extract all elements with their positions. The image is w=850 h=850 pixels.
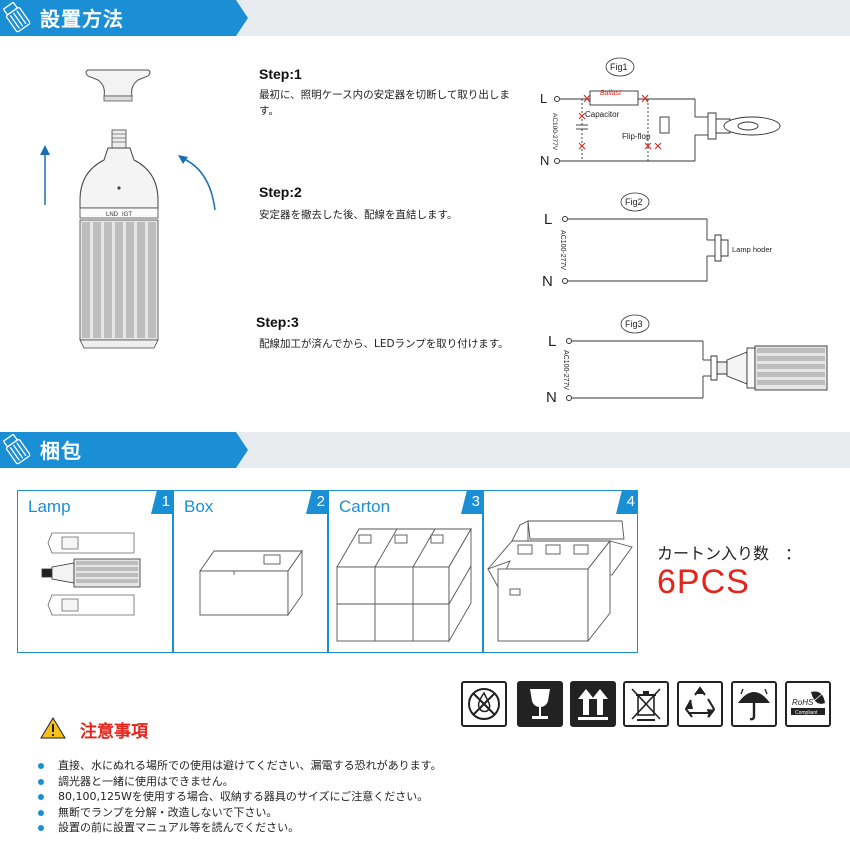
fig2-voltage: AC100-277V (559, 230, 566, 270)
carton-quantity-value: 6PCS (657, 563, 750, 601)
pack-panel-title: Box (184, 497, 214, 516)
this-way-up-icon (570, 681, 616, 727)
caution-list: 直接、水にぬれる場所での使用は避けてください、漏電する恐れがあります。 調光器と… (36, 758, 442, 836)
fig1-n-terminal: N (540, 153, 549, 168)
rohs-compliant-icon: RoHS Compliant (785, 681, 831, 727)
caution-item: 設置の前に設置マニュアル等を読んでください。 (36, 820, 442, 836)
caution-item: 直接、水にぬれる場所での使用は避けてください、漏電する恐れがあります。 (36, 758, 442, 774)
packing-section-title: 梱包 (40, 439, 82, 463)
caution-item: 調光器と一緒に使用はできません。 (36, 774, 442, 790)
lamp-label-right: IGT (122, 212, 132, 218)
packing-section-header: 梱包 (0, 432, 850, 468)
fig1-flipflop-label: Flip-flop (622, 132, 651, 141)
pack-panel-number: 2 (306, 490, 328, 514)
fig1-capacitor-label: Capacitor (585, 110, 620, 119)
fig2-n-terminal: N (542, 273, 553, 290)
pack-panel-carton: Carton 3 (328, 490, 483, 653)
box-illustration (199, 549, 303, 617)
fig1-ballast-label: Ballast (600, 90, 622, 97)
no-wet-icon (461, 681, 507, 727)
pack-panel-title: Lamp (28, 497, 71, 516)
fig3-n-terminal: N (546, 389, 557, 406)
caution-item: 80,100,125Wを使用する場合、収納する器具のサイズにご注意ください。 (36, 789, 442, 805)
fragile-glass-icon (517, 681, 563, 727)
pack-panel-number: 3 (461, 490, 483, 514)
pack-panel-number: 1 (151, 490, 173, 514)
fig3-wiring-diagram: Fig3 L N AC100-277V (535, 312, 835, 416)
step-1-text: 最初に、照明ケース内の安定器を切断して取り出します。 (259, 89, 510, 117)
fig2-label: Fig2 (625, 197, 643, 207)
warning-icon (40, 717, 66, 743)
pack-panel-box: Box 2 (173, 490, 328, 653)
lamp-install-illustration: LND IGT (30, 60, 220, 364)
recycle-icon (677, 681, 723, 727)
step-1-title: Step:1 (259, 66, 302, 82)
caution-title: 注意事項 (80, 722, 148, 742)
caution-item: 無断でランプを分解・改造しないで下さい。 (36, 805, 442, 821)
fig3-l-terminal: L (548, 333, 556, 350)
step-3-text: 配線加工が済んでから、LEDランプを取り付けます。 (259, 338, 509, 350)
step-2-text: 安定器を撤去した後、配線を直結します。 (259, 209, 458, 221)
install-section-header: 設置方法 (0, 0, 850, 36)
fig1-voltage: AC100-277V (551, 113, 558, 151)
rohs-sub-text: Compliant (795, 710, 818, 716)
step-2-title: Step:2 (259, 184, 302, 200)
pack-panel-lamp: Lamp 1 (17, 490, 173, 653)
fig3-label: Fig3 (625, 319, 643, 329)
keep-dry-umbrella-icon (731, 681, 777, 727)
carton-quantity-label: カートン入り数 ： (657, 544, 802, 563)
fig1-l-terminal: L (540, 91, 547, 106)
step-3-title: Step:3 (256, 314, 299, 330)
carton-stack-illustration (336, 527, 472, 643)
fig3-voltage: AC100-277V (562, 350, 569, 390)
lamp-icon (0, 432, 34, 468)
fig2-l-terminal: L (544, 211, 552, 228)
rohs-text: RoHS (792, 698, 814, 707)
pack-panel-number: 4 (616, 490, 638, 514)
pack-panel-carton-open: 4 (483, 490, 638, 653)
lamp-icon (0, 0, 34, 36)
fig2-wiring-diagram: Fig2 L N AC100-277V Lamp hoder (535, 190, 795, 304)
lamp-in-tray-illustration (41, 532, 141, 616)
pack-panel-title: Carton (339, 497, 391, 516)
fig1-wiring-diagram: Fig1 L N AC100-277V Ballast Capacitor Fl… (530, 55, 790, 179)
lamp-label-left: LND (106, 212, 119, 218)
open-carton-illustration (487, 520, 633, 643)
weee-bin-icon (623, 681, 669, 727)
fig2-holder-label: Lamp hoder (732, 245, 773, 254)
fig1-label: Fig1 (610, 62, 628, 72)
install-section-title: 設置方法 (40, 7, 124, 31)
